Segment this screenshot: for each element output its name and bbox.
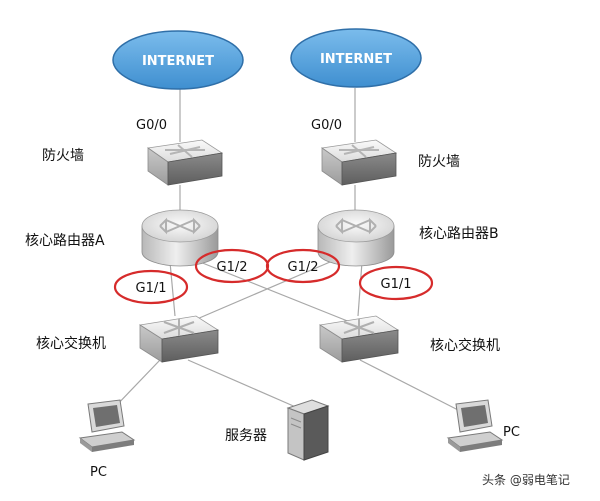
firewall-left-label: 防火墙	[42, 148, 84, 164]
router-b-label: 核心路由器B	[419, 226, 499, 242]
port-highlight-a-g12: G1/2	[194, 248, 270, 284]
switch-right-icon	[343, 319, 375, 336]
port-label-a-g12: G1/2	[217, 260, 248, 275]
pc-right	[446, 399, 504, 452]
router-a-label: 核心路由器A	[25, 233, 105, 249]
internet-right-label: INTERNET	[320, 52, 392, 67]
pc-right-label: PC	[503, 425, 520, 440]
core-switch-right	[318, 315, 400, 363]
link-router-b-switch-right	[357, 261, 363, 317]
pc-left-label: PC	[90, 465, 107, 480]
port-label-g00-left: G0/0	[136, 118, 167, 133]
server-label: 服务器	[225, 428, 267, 444]
port-highlight-a-g11: G1/1	[113, 269, 189, 305]
core-router-b	[317, 209, 395, 267]
link-router-a-switch-right	[199, 261, 351, 323]
firewall-right-label: 防火墙	[418, 154, 460, 170]
firewall-right-icon	[339, 144, 379, 158]
port-label-b-g12: G1/2	[288, 260, 319, 275]
port-label-b-g11: G1/1	[381, 277, 412, 292]
watermark: 头条 @弱电笔记	[482, 472, 570, 487]
link-router-a-switch-left	[169, 261, 176, 317]
internet-cloud-right: INTERNET	[290, 28, 422, 88]
core-router-a	[141, 209, 219, 267]
link-router-b-switch-left	[189, 261, 331, 323]
firewall-right	[320, 139, 398, 186]
link-switch-right-pc-right	[359, 359, 463, 413]
firewall-left-icon	[165, 144, 205, 158]
switch-left-label: 核心交换机	[36, 335, 106, 352]
port-label-g00-right: G0/0	[311, 118, 342, 133]
router-a-icon	[159, 217, 201, 235]
internet-left-label: INTERNET	[142, 54, 214, 69]
core-switch-left	[138, 315, 220, 363]
port-highlight-b-g12: G1/2	[265, 248, 341, 284]
server	[286, 399, 330, 461]
link-switch-left-server	[187, 359, 299, 409]
internet-cloud-left: INTERNET	[112, 30, 244, 90]
pc-left	[78, 399, 136, 452]
port-highlight-b-g11: G1/1	[358, 265, 434, 301]
switch-right-label: 核心交换机	[430, 337, 500, 354]
port-label-a-g11: G1/1	[136, 281, 167, 296]
router-b-icon	[335, 217, 377, 235]
switch-left-icon	[163, 319, 195, 336]
firewall-left	[146, 139, 224, 186]
